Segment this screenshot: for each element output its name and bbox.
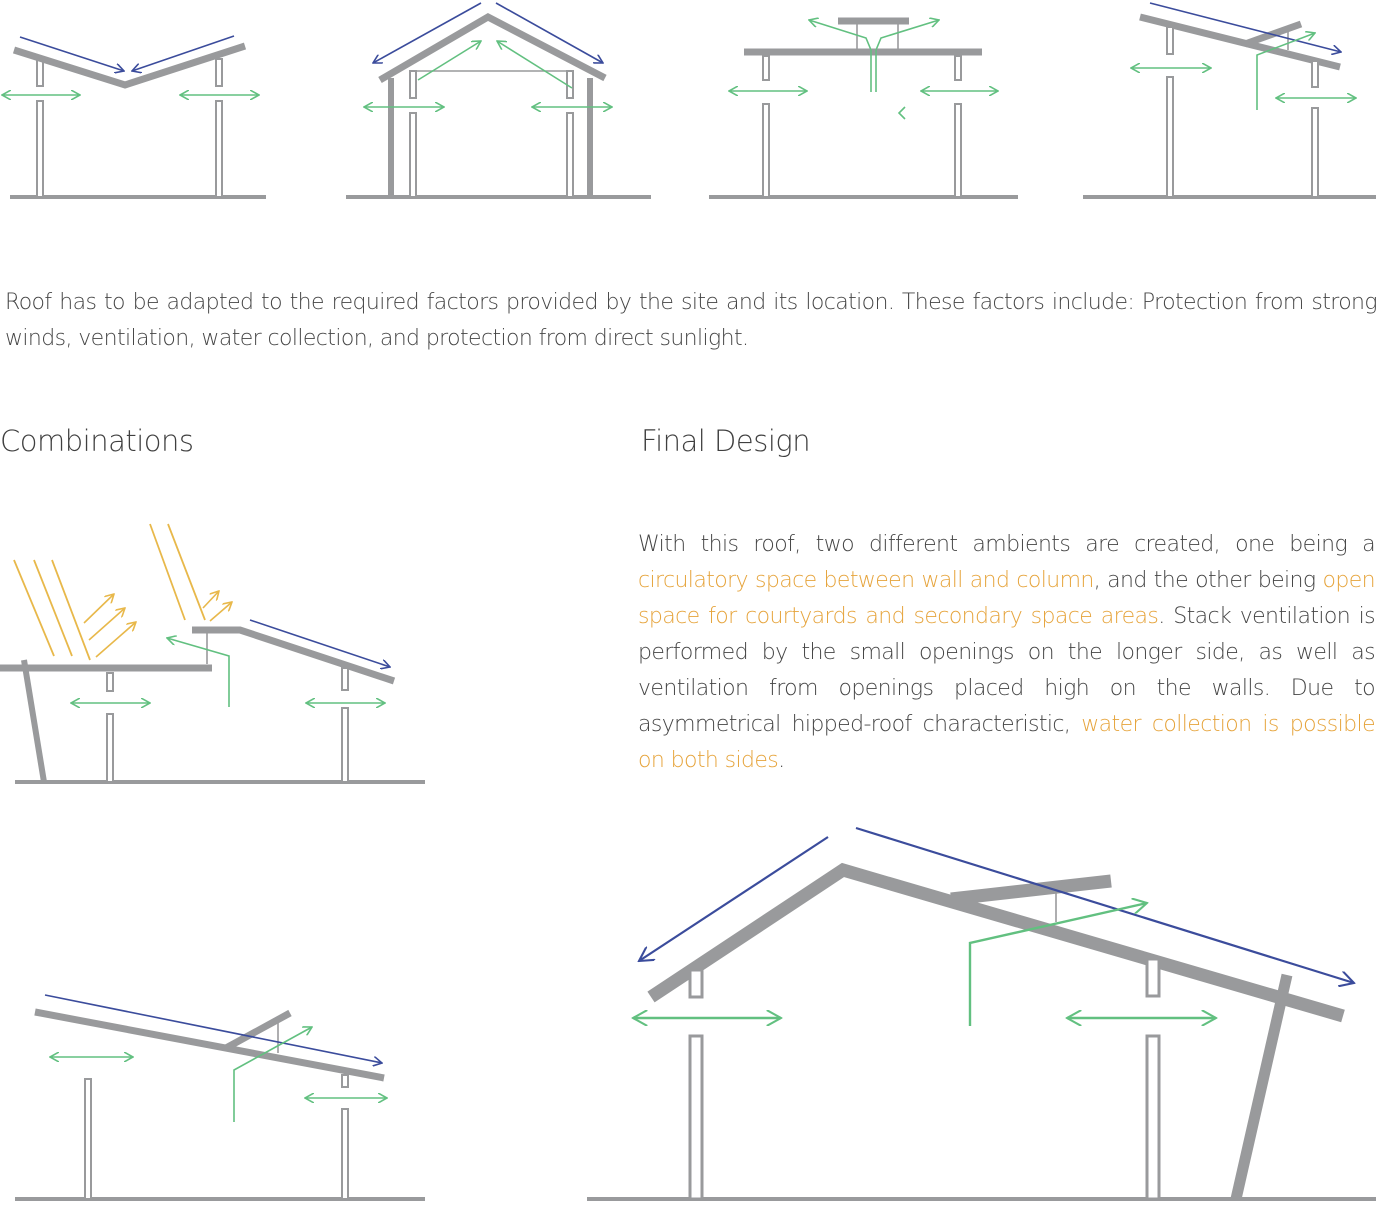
stack-ventilation-arrow	[417, 41, 481, 81]
column	[215, 100, 223, 198]
upper-roof-flap	[224, 1009, 292, 1052]
inclined-column	[1230, 973, 1293, 1201]
description-text: With this roof, two different ambients a…	[638, 532, 1376, 557]
clerestory-post	[1166, 26, 1174, 55]
water-flow-arrow	[855, 826, 1354, 983]
stack-ventilation-arrow	[809, 20, 872, 51]
sun-ray	[149, 523, 186, 621]
clerestory-post	[106, 672, 114, 692]
column	[84, 1078, 92, 1200]
butterfly-roof	[12, 42, 247, 89]
clerestory-post	[762, 55, 770, 81]
water-flow-arrow	[1149, 2, 1341, 52]
stack-ventilation-arrow	[1256, 33, 1315, 110]
final-design-description: With this roof, two different ambients a…	[638, 527, 1376, 779]
sun-ray	[167, 523, 206, 621]
combination-shed-flap-diagram	[15, 994, 425, 1201]
column	[1145, 1034, 1161, 1201]
final-design-heading: Final Design	[641, 424, 811, 458]
asymmetric-hipped-roof	[647, 862, 1345, 1023]
sun-ray	[51, 559, 91, 661]
upper-roof-flap	[950, 874, 1112, 906]
intro-paragraph: Roof has to be adapted to the required f…	[5, 290, 1378, 351]
flat-roof-vent-diagram	[709, 20, 1018, 199]
clerestory-post	[36, 58, 44, 87]
description-text: . Stack ventilation is performed by the …	[638, 604, 1376, 737]
sun-ray	[13, 559, 55, 657]
combination-sun-shading-diagram	[0, 523, 425, 784]
airflow-chevron	[897, 106, 906, 120]
clerestory-post	[1311, 60, 1319, 88]
shed-roof	[192, 626, 396, 685]
column	[1311, 107, 1319, 198]
column	[762, 103, 770, 198]
shed-roof-diagram	[1083, 2, 1376, 199]
column	[341, 1108, 349, 1200]
water-flow-arrow	[19, 36, 124, 71]
shed-roof	[1139, 13, 1341, 71]
water-flow-arrow	[44, 994, 382, 1063]
reflected-sun-arrow	[202, 591, 219, 609]
column	[1166, 76, 1174, 198]
clerestory-post	[954, 55, 962, 81]
shed-roof	[34, 1008, 385, 1082]
highlight-circulatory-space: circulatory space between wall and colum…	[638, 568, 1094, 593]
water-flow-arrow	[249, 619, 390, 667]
gable-roof-diagram	[346, 2, 651, 199]
column	[36, 100, 44, 198]
sun-ray	[33, 559, 73, 657]
water-flow-arrow	[639, 836, 829, 961]
column	[341, 707, 349, 783]
reflected-sun-arrow	[95, 622, 136, 658]
combinations-heading: Combinations	[0, 424, 194, 458]
stack-ventilation-arrow	[497, 41, 573, 89]
column	[566, 112, 574, 198]
reflected-sun-arrow	[83, 594, 114, 624]
butterfly-roof-diagram	[2, 35, 266, 199]
clerestory-post	[1145, 957, 1161, 998]
water-flow-arrow	[132, 35, 235, 71]
water-flow-arrow	[373, 2, 482, 63]
gable-roof	[378, 13, 607, 84]
description-text: .	[778, 748, 785, 773]
clerestory-post	[341, 1074, 349, 1088]
stack-ventilation-arrow	[233, 1027, 312, 1122]
stack-ventilation-arrow	[875, 20, 939, 51]
column	[106, 713, 114, 783]
column	[688, 1034, 704, 1201]
clerestory-post	[409, 70, 417, 99]
column	[409, 112, 417, 198]
clerestory-post	[215, 58, 223, 87]
clerestory-post	[688, 968, 704, 999]
water-flow-arrow	[495, 2, 603, 63]
highlight-open-space: open space for courtyards and secondary …	[638, 568, 1376, 629]
final-design-diagram	[587, 826, 1376, 1201]
stack-ventilation-arrow	[968, 903, 1147, 1026]
reflected-sun-arrow	[209, 602, 232, 622]
reflected-sun-arrow	[88, 608, 125, 641]
stack-ventilation-arrow	[167, 638, 230, 707]
description-text: , and the other being	[1093, 568, 1323, 593]
inclined-column	[21, 659, 47, 783]
highlight-water-collection: water collection is possible on both sid…	[638, 712, 1376, 773]
clerestory-post	[341, 667, 349, 691]
column	[954, 103, 962, 198]
